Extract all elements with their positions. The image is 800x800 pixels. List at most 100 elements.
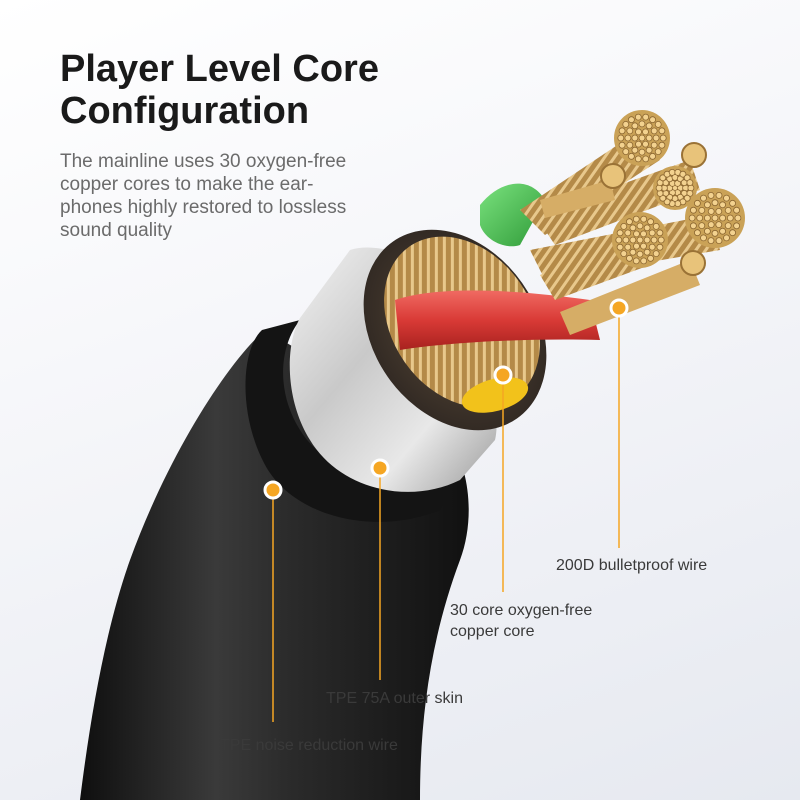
copper-strand-dot — [633, 230, 640, 238]
copper-strand-dot — [648, 229, 656, 237]
copper-strand-dot — [636, 236, 644, 244]
copper-strand-dot — [640, 242, 647, 250]
copper-strand-dot — [674, 200, 682, 208]
copper-strand-dot — [719, 201, 726, 209]
copper-strand-dot — [636, 222, 644, 230]
copper-strand-dot — [642, 140, 649, 148]
callout-copper-label: 30 core oxygen-free copper core — [450, 600, 592, 642]
copper-strand-dot — [698, 206, 706, 214]
copper-strand-dot — [647, 254, 654, 262]
copper-strand-dot — [624, 134, 632, 142]
copper-strand-dot — [618, 127, 626, 135]
copper-strand-dot — [631, 146, 639, 154]
copper-strand-dot — [719, 214, 726, 222]
copper-strand-dot — [642, 128, 649, 136]
copper-strand-dot — [711, 214, 719, 222]
description: The mainline uses 30 oxygen-free copper … — [60, 150, 440, 242]
copper-strand-dot — [715, 237, 723, 245]
copper-strand-dot — [642, 113, 650, 121]
red-insulated-wire — [395, 290, 600, 350]
copper-strand-dot — [629, 248, 637, 256]
copper-strand-dot — [632, 257, 640, 265]
title-line-2: Configuration — [60, 90, 310, 132]
copper-strand-dot — [723, 234, 730, 242]
copper-strand-dot — [631, 134, 639, 142]
copper-strand-dot — [645, 122, 653, 130]
copper-strand-dot — [654, 121, 662, 128]
copper-strand-dot — [626, 254, 633, 262]
copper-strand-dot — [647, 218, 654, 226]
copper-strand-dot — [618, 141, 626, 149]
copper-strand-dot — [643, 236, 651, 244]
copper-strand-dot — [704, 201, 711, 209]
copper-strand-dot — [658, 127, 666, 135]
copper-strand-dot — [657, 236, 665, 244]
copper-strand-dot — [659, 134, 667, 142]
copper-strand-dot — [624, 229, 632, 237]
copper-strand-dot — [645, 134, 653, 142]
copper-strand-dot — [707, 207, 715, 215]
copper-strand-dot — [729, 229, 736, 237]
page-title: Player Level Core Configuration — [60, 48, 379, 132]
copper-strand-dot — [624, 243, 632, 251]
copper-strand-dot — [636, 250, 644, 258]
copper-strand-dot — [622, 236, 630, 244]
copper-strand-dot — [634, 113, 642, 121]
copper-strand-dot — [690, 222, 697, 230]
copper-strand-dot — [634, 155, 642, 163]
copper-strand-dot — [654, 148, 662, 156]
copper-strand-dot — [733, 222, 740, 230]
copper-strand-dot — [698, 222, 706, 230]
copper-strand-dot — [656, 189, 664, 197]
copper-strand-dot — [638, 134, 646, 142]
copper-strand-dot — [620, 250, 628, 258]
copper-strand-dot — [694, 199, 701, 207]
copper-strand-dot — [652, 250, 660, 258]
copper-strand-dot — [626, 218, 633, 226]
copper-strand-dot — [687, 184, 695, 192]
copper-strand-dot — [734, 214, 742, 222]
copper-strand-dot — [633, 242, 640, 250]
copper-strand-dot — [648, 243, 656, 251]
copper-strand-dot — [715, 207, 723, 215]
callout-bulletproof-label: 200D bulletproof wire — [556, 557, 708, 574]
copper-strand-dot — [700, 194, 707, 202]
copper-strand-dot — [656, 243, 664, 251]
copper-strand-dot — [640, 215, 648, 223]
copper-strand-dot — [711, 199, 719, 207]
copper-strand-dot — [694, 229, 701, 237]
description-line-2: copper cores to make the ear- — [60, 174, 314, 195]
copper-strand-dot — [628, 152, 635, 160]
copper-strand-dot — [663, 198, 671, 206]
copper-strand-dot — [656, 229, 664, 237]
copper-strand-dot — [668, 168, 676, 176]
copper-strand-dot — [629, 224, 637, 232]
copper-strand-dot — [640, 257, 648, 265]
copper-strand-dot — [640, 230, 647, 238]
copper-strand-dot — [622, 148, 630, 156]
callout-noise-marker — [263, 480, 283, 722]
copper-strand-dot — [643, 224, 651, 232]
copper-strand-dot — [707, 237, 715, 245]
callout-copper-line-1: 30 core oxygen-free — [450, 602, 593, 619]
title-line-1: Player Level Core — [60, 48, 379, 90]
copper-strand-dot — [696, 214, 704, 222]
copper-strand-dot — [638, 120, 646, 128]
copper-strand-dot — [688, 214, 696, 222]
copper-strand-dot — [652, 134, 660, 142]
copper-strand-dot — [635, 128, 642, 136]
yellow-insulation — [461, 377, 529, 413]
callout-noise-label: TPE noise reduction wire — [220, 737, 398, 754]
copper-strand-dot — [715, 221, 723, 229]
callout-bulletproof-marker — [609, 298, 629, 548]
green-insulated-wire — [480, 183, 545, 247]
copper-strand-dot — [631, 122, 639, 130]
copper-strand-dot — [726, 214, 734, 222]
copper-strand-dot — [638, 148, 646, 156]
copper-strand-dot — [655, 184, 663, 192]
copper-strand-dot — [643, 248, 651, 256]
copper-strand-dot — [659, 174, 667, 182]
copper-strand-dot — [635, 140, 642, 148]
copper-strand-dot — [704, 227, 711, 235]
copper-strand-dot — [616, 229, 624, 237]
